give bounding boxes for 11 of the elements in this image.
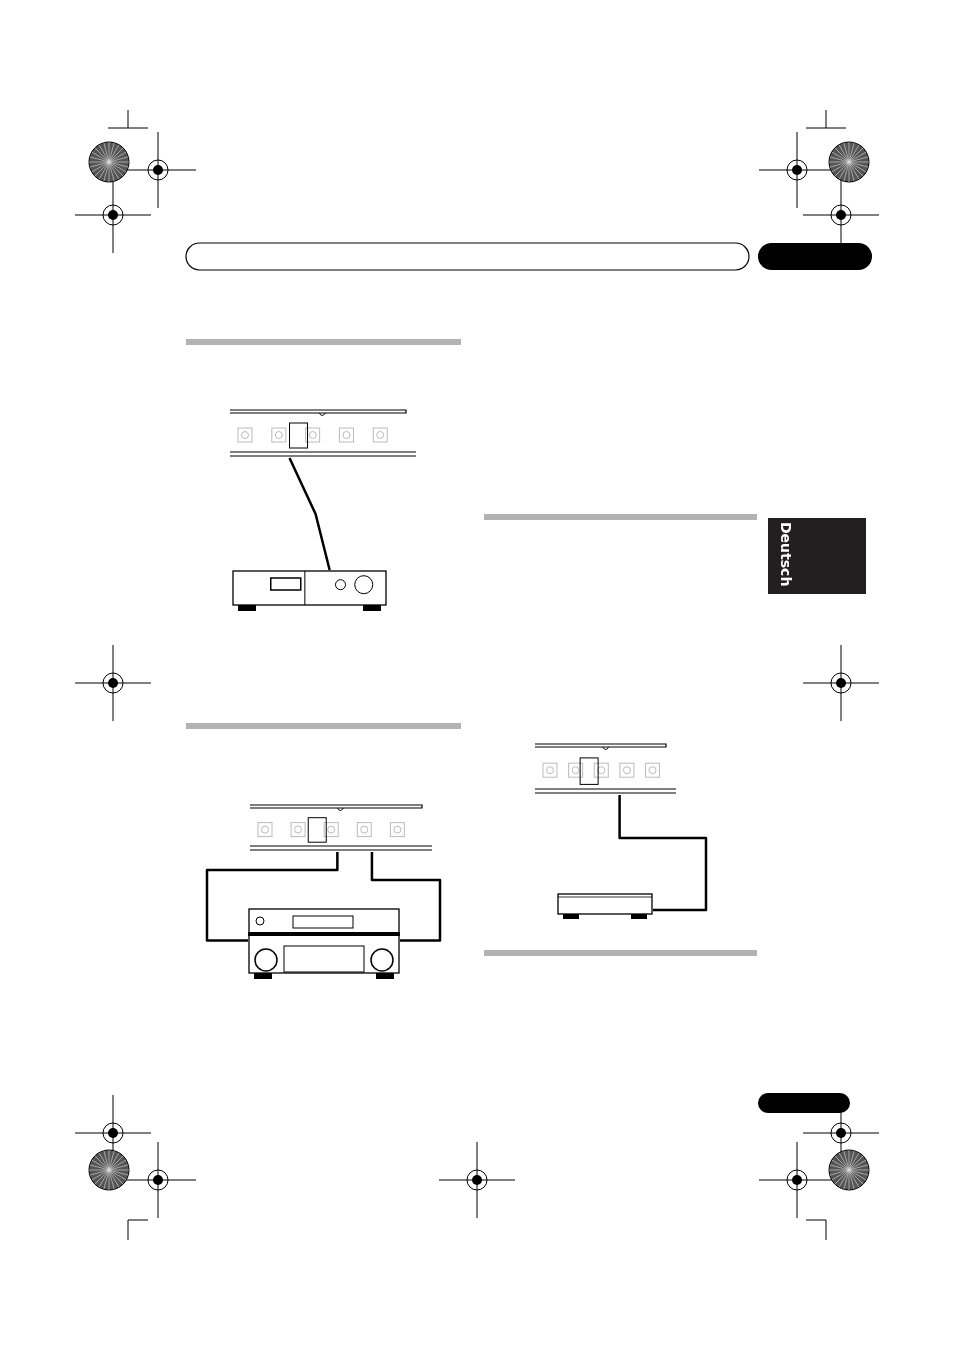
device-drawing [557, 893, 653, 920]
amplifier-drawing [232, 570, 387, 612]
rear-panel-drawing [535, 742, 676, 795]
language-tab-label: Deutsch [777, 522, 795, 587]
av-receiver-drawing [248, 908, 400, 980]
cable [205, 852, 339, 942]
cable [618, 795, 708, 912]
cable [288, 457, 331, 571]
cable [370, 852, 442, 942]
rear-panel-drawing [250, 803, 432, 852]
rear-panel-drawing [230, 408, 416, 458]
